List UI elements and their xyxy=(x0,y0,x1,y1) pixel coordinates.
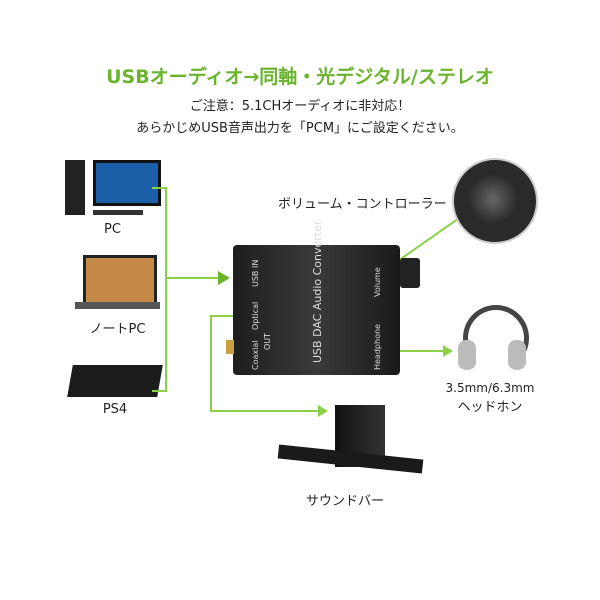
note-2: あらかじめUSB音声出力を「PCM」にご設定ください。 xyxy=(136,121,464,136)
pc-label: PC xyxy=(104,222,121,237)
headphone-size-label: 3.5mm/6.3mm xyxy=(445,381,535,395)
line xyxy=(400,350,445,352)
ps4-image xyxy=(67,365,163,397)
line xyxy=(165,277,220,279)
line xyxy=(152,390,167,392)
line xyxy=(152,187,167,189)
headphone-port-label: Headphone xyxy=(373,324,382,370)
line xyxy=(165,187,167,392)
volume-knob xyxy=(400,258,420,288)
device-name: USB DAC Audio Converter xyxy=(311,220,324,363)
title: USBオーディオ→同軸・光デジタル/ステレオ xyxy=(106,66,494,88)
line xyxy=(210,315,233,317)
arrow-icon xyxy=(443,345,453,357)
laptop-label: ノートPC xyxy=(89,322,146,337)
laptop-image xyxy=(75,255,160,310)
headphone-label: ヘッドホン xyxy=(457,400,523,415)
coaxial-jack xyxy=(226,340,234,354)
soundbar-label: サウンドバー xyxy=(305,494,384,509)
line xyxy=(210,315,212,412)
ps4-label: PS4 xyxy=(102,402,128,417)
coaxial-label: Coaxial xyxy=(251,340,260,370)
volume-closeup xyxy=(452,158,538,244)
line xyxy=(210,410,320,412)
arrow-icon xyxy=(218,271,230,285)
out-label: OUT xyxy=(263,332,272,350)
usb-in-port-label: USB IN xyxy=(251,259,260,287)
note-1: ご注意：5.1CHオーディオに非対応！ xyxy=(189,99,411,114)
headphones-image xyxy=(458,305,529,380)
optical-label: Optical xyxy=(251,301,260,330)
volume-controller-label: ボリューム・コントローラー xyxy=(278,197,447,212)
pc-image xyxy=(65,160,161,218)
dac-converter: USB DAC Audio Converter USB IN Optical C… xyxy=(233,221,400,375)
arrow-icon xyxy=(318,405,328,417)
volume-label: Volume xyxy=(373,267,382,297)
